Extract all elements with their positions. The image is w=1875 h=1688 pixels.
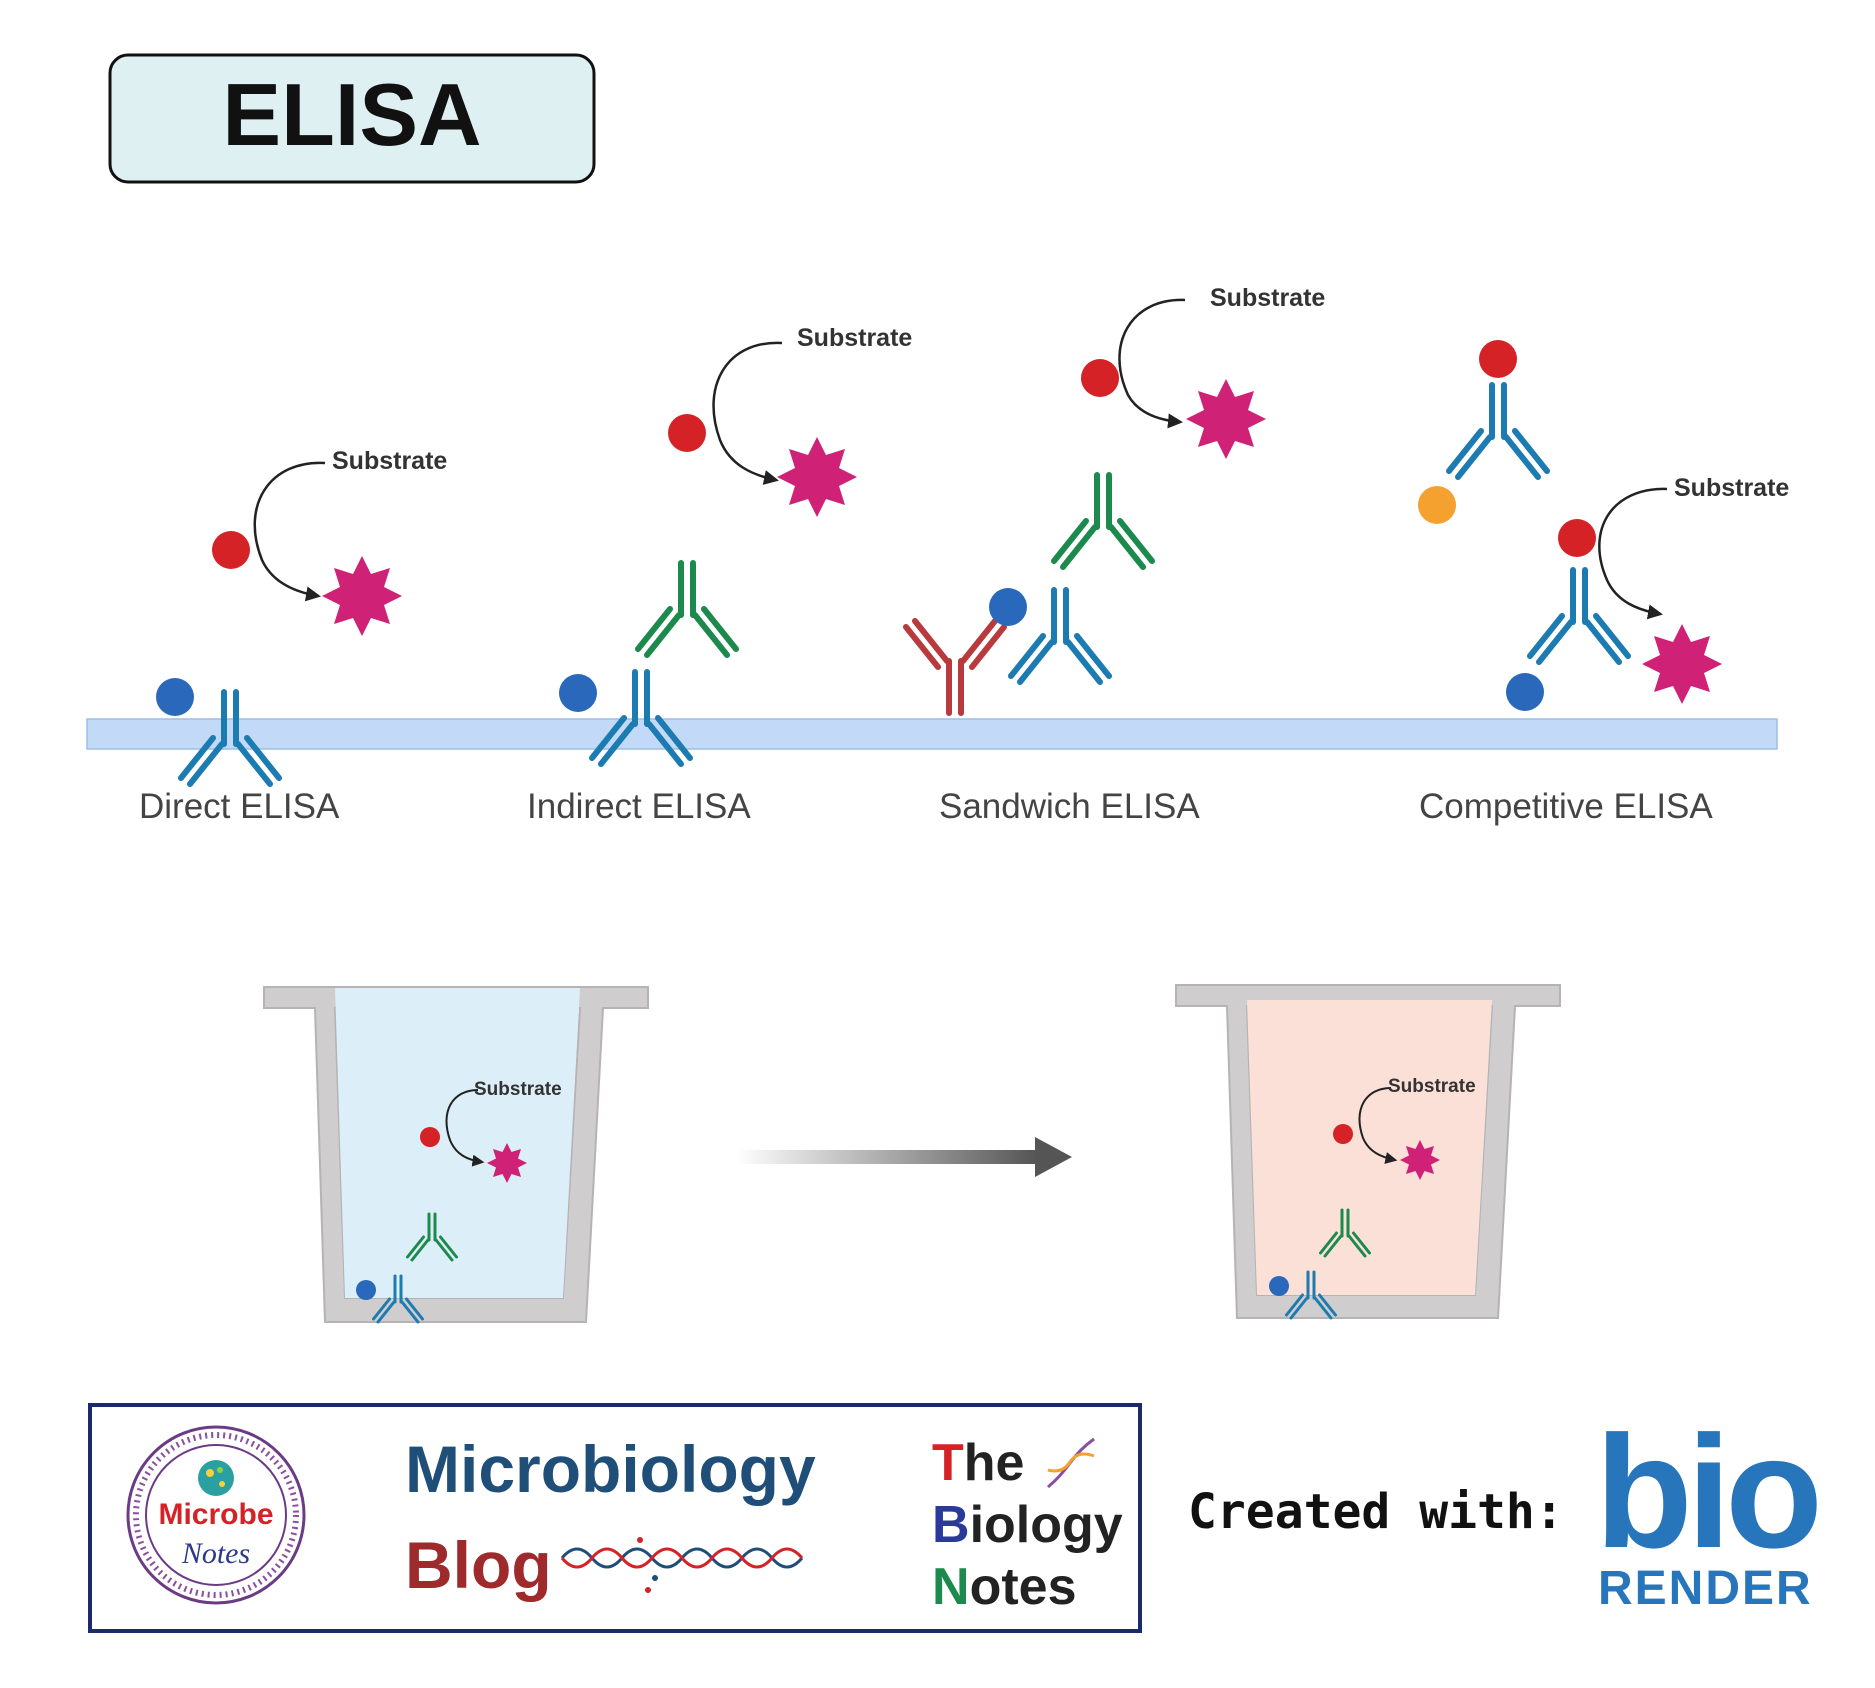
well-after: Substrate (1175, 984, 1561, 1320)
microbiology-blog-line1: Microbiology (405, 1432, 816, 1506)
title-box: ELISA (108, 53, 596, 184)
product-star-icon (1186, 379, 1266, 459)
capture-antibody-icon (906, 621, 1004, 713)
secondary-antibody-icon (1054, 475, 1152, 567)
curved-arrow-icon (712, 341, 783, 485)
enzyme-icon (1333, 1124, 1353, 1144)
biorender-credit: Created with: bio RENDER (1188, 1402, 1823, 1615)
dna-icon (1047, 1437, 1095, 1489)
biology-notes-line1: The (932, 1434, 1024, 1492)
antigen-icon (356, 1280, 376, 1300)
curved-arrow-icon (1118, 298, 1186, 429)
biorender-logo-main: bio (1595, 1402, 1817, 1581)
indirect-elisa-scheme: Substrate (559, 324, 912, 764)
created-with-label: Created with: (1188, 1484, 1564, 1540)
direct-elisa-scheme: Substrate (156, 447, 447, 784)
publisher-banner: Microbe Notes Microbiology Blog The Biol… (88, 1403, 1142, 1633)
antigen-icon (989, 588, 1027, 626)
substrate-label: Substrate (797, 324, 912, 352)
page-title: ELISA (222, 65, 481, 164)
product-star-icon (487, 1143, 527, 1183)
secondary-antibody-icon (638, 563, 736, 655)
microbiology-blog-logo: Microbiology Blog (405, 1432, 816, 1602)
biorender-logo-sub: RENDER (1598, 1562, 1813, 1615)
dna-icon (560, 1537, 804, 1593)
microbe-notes-line2: Notes (181, 1537, 250, 1570)
antibody-icon (1530, 570, 1628, 662)
substrate-label: Substrate (1674, 474, 1789, 502)
microbe-icon (198, 1460, 234, 1496)
microbe-notes-logo: Microbe Notes (126, 1425, 306, 1605)
antigen-icon (1506, 673, 1544, 711)
substrate-label: Substrate (1388, 1076, 1476, 1097)
microplate-surface (86, 718, 1778, 750)
microbe-notes-line1: Microbe (158, 1498, 273, 1531)
biology-notes-line3: Notes (932, 1558, 1076, 1616)
primary-antibody-icon (592, 672, 690, 764)
curved-arrow-icon (1358, 1087, 1398, 1164)
product-star-icon (322, 556, 402, 636)
sandwich-elisa-label: Sandwich ELISA (939, 787, 1200, 826)
enzyme-icon (1081, 359, 1119, 397)
enzyme-icon (668, 414, 706, 452)
well-before: Substrate (263, 986, 649, 1324)
enzyme-icon (212, 531, 250, 569)
curved-arrow-icon (445, 1089, 485, 1167)
well-liquid (335, 988, 580, 1298)
product-star-icon (777, 437, 857, 517)
substrate-label: Substrate (474, 1079, 562, 1100)
antigen-icon (1269, 1276, 1289, 1296)
competitor-antigen-icon (1418, 486, 1456, 524)
curved-arrow-icon (1598, 487, 1668, 620)
biology-notes-line2: Biology (932, 1496, 1123, 1554)
competitive-elisa-scheme: Substrate (1418, 340, 1789, 711)
substrate-label: Substrate (1210, 284, 1325, 312)
antigen-icon (559, 674, 597, 712)
antigen-icon (156, 678, 194, 716)
curved-arrow-icon (253, 461, 326, 602)
competitive-elisa-label: Competitive ELISA (1419, 787, 1713, 826)
enzyme-icon (1558, 519, 1596, 557)
sandwich-elisa-scheme: Substrate (906, 284, 1325, 713)
product-star-icon (1642, 624, 1722, 704)
product-star-icon (1400, 1140, 1440, 1180)
enzyme-icon (420, 1127, 440, 1147)
direct-elisa-label: Direct ELISA (139, 787, 340, 826)
indirect-elisa-label: Indirect ELISA (527, 787, 751, 826)
microbiology-blog-line2: Blog (405, 1528, 552, 1602)
enzyme-icon (1479, 340, 1517, 378)
substrate-label: Substrate (332, 447, 447, 475)
process-arrow-icon (737, 1137, 1072, 1177)
free-antibody-icon (1449, 385, 1547, 477)
biology-notes-logo: The Biology Notes (932, 1434, 1123, 1616)
